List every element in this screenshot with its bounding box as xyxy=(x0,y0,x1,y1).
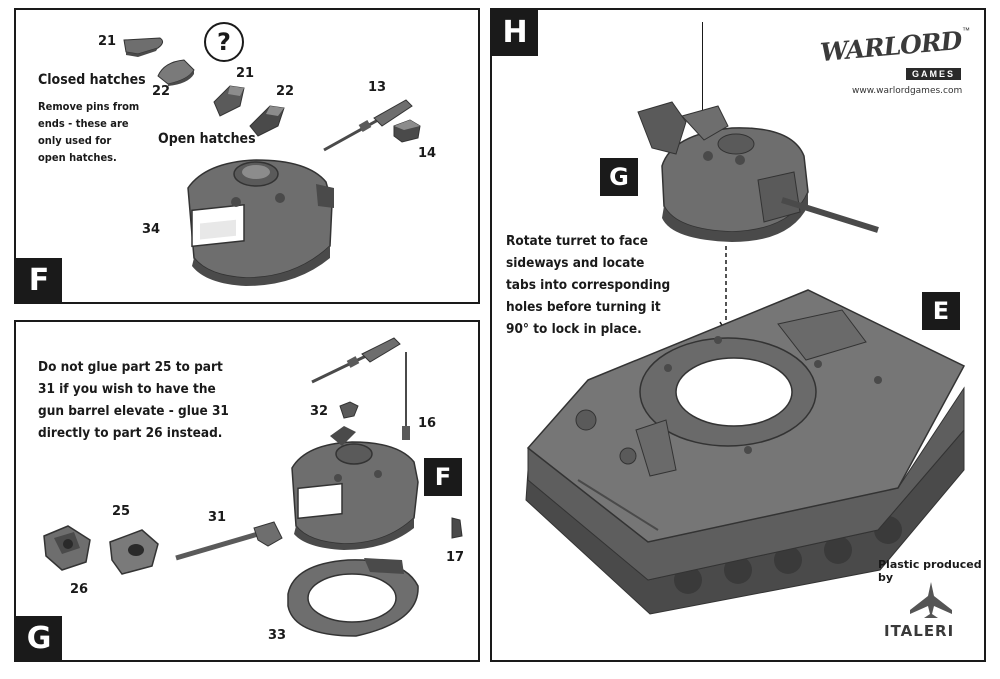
hatch-part-21-closed-icon xyxy=(123,37,164,57)
antenna-part-16-icon xyxy=(402,352,410,440)
rotate-instruction-line: sideways and locate xyxy=(506,255,645,271)
turret-assembly-g-icon xyxy=(637,101,879,242)
part-21-closed-label: 21 xyxy=(98,34,117,49)
rotate-instruction-line: 90° to lock in place. xyxy=(506,321,642,337)
part-26-label: 26 xyxy=(70,582,89,597)
part-32-label: 32 xyxy=(310,404,329,419)
part-34-label: 34 xyxy=(142,222,161,237)
step-h-label: H xyxy=(492,10,538,56)
turret-g-reference-label: G xyxy=(600,158,638,196)
rotate-instruction-line: holes before turning it xyxy=(506,299,661,315)
part-25-label: 25 xyxy=(112,504,131,519)
gun-barrel-part-31-icon xyxy=(175,521,283,561)
step-h-panel: H WARLORD ™ GAMES www.warlordgames.com G… xyxy=(490,8,986,662)
step-f-panel: F 21 22 21 22 13 14 34 Closed hatches Re… xyxy=(14,8,480,304)
turret-ring-part-33-icon xyxy=(287,558,419,637)
tank-hull-e-icon xyxy=(525,289,966,615)
step-f-reference-label: F xyxy=(424,458,462,496)
part-17-label: 17 xyxy=(446,550,465,565)
part-33-label: 33 xyxy=(268,628,287,643)
warlord-logo-games: GAMES xyxy=(906,68,962,80)
remove-pins-line: open hatches. xyxy=(38,151,117,164)
hatch-part-22-open-icon xyxy=(249,105,285,137)
part-22-closed-label: 22 xyxy=(152,84,171,99)
rotate-turret-instruction: Rotate turret to face sideways and locat… xyxy=(506,230,670,340)
turret-part-34-icon xyxy=(187,159,334,286)
part-22-open-label: 22 xyxy=(276,84,295,99)
remove-pins-line: ends - these are xyxy=(38,117,129,130)
part-14-label: 14 xyxy=(418,146,437,161)
remove-pins-line: only used for xyxy=(38,134,112,147)
step-f-label: F xyxy=(16,258,62,304)
machine-gun-part-icon xyxy=(311,337,401,384)
step-g-panel: G Do not glue part 25 to part 31 if you … xyxy=(14,320,480,662)
part-13-label: 13 xyxy=(368,80,387,95)
small-part-17-icon xyxy=(451,517,463,539)
hatch-part-22-closed-icon xyxy=(157,59,195,86)
warlord-logo-wordmark: WARLORD xyxy=(819,25,963,68)
open-hatches-heading: Open hatches xyxy=(158,131,256,147)
small-part-32-icon xyxy=(339,401,359,419)
mantlet-part-26-icon xyxy=(43,525,91,571)
warlord-games-logo: WARLORD ™ GAMES www.warlordgames.com xyxy=(814,24,972,104)
rotate-instruction-line: tabs into corresponding xyxy=(506,277,671,293)
part-21-open-label: 21 xyxy=(236,66,255,81)
gun-mount-part-14-icon xyxy=(393,119,421,143)
turret-assembly-icon xyxy=(291,426,419,550)
warlord-url: www.warlordgames.com xyxy=(852,86,963,96)
glue-instruction-line: Do not glue part 25 to part xyxy=(38,359,223,375)
question-mark-glyph: ? xyxy=(217,28,231,56)
glue-instruction-line: 31 if you wish to have the xyxy=(38,381,216,397)
glue-instruction-line: directly to part 26 instead. xyxy=(38,425,223,441)
plastic-produced-by-text: Plastic produced by xyxy=(878,558,982,584)
glue-instruction-line: gun barrel elevate - glue 31 xyxy=(38,403,229,419)
antenna-guide-line xyxy=(702,22,703,132)
italeri-aircraft-logo-icon xyxy=(910,582,952,618)
step-g-label: G xyxy=(16,616,62,662)
rotate-instruction-line: Rotate turret to face xyxy=(506,233,648,249)
gun-cradle-part-25-icon xyxy=(109,529,159,575)
closed-hatches-heading: Closed hatches xyxy=(38,72,146,88)
warlord-logo-tm: ™ xyxy=(962,26,970,35)
hull-e-reference-label: E xyxy=(922,292,960,330)
glue-instruction: Do not glue part 25 to part 31 if you wi… xyxy=(38,356,229,444)
remove-pins-note: Remove pins from ends - these are only u… xyxy=(38,98,139,166)
hatch-part-21-open-icon xyxy=(213,85,245,117)
question-mark-circle-icon: ? xyxy=(204,22,244,62)
part-16-label: 16 xyxy=(418,416,437,431)
part-31-label: 31 xyxy=(208,510,227,525)
italeri-wordmark: ITALERI xyxy=(884,622,955,640)
remove-pins-line: Remove pins from xyxy=(38,100,140,113)
machine-gun-part-13-icon xyxy=(323,99,413,152)
